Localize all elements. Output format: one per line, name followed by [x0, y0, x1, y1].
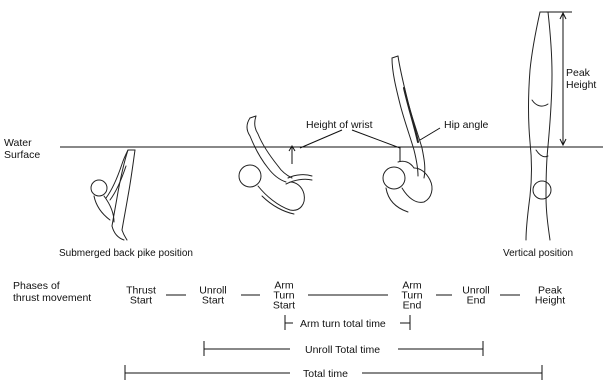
- diver-vertical-figure: [526, 12, 552, 240]
- arm-turn-total-label: Arm turn total time: [300, 318, 386, 330]
- unroll-total-bar: Unroll Total time: [204, 341, 483, 356]
- water-surface-label: Water Surface: [4, 137, 40, 161]
- peak-height-label: Peak Height: [566, 67, 596, 91]
- vertical-position-caption: Vertical position: [503, 248, 573, 259]
- phase-line: Start: [130, 295, 152, 307]
- arm-turn-total-bar: Arm turn total time: [285, 315, 410, 330]
- hip-angle-label: Hip angle: [444, 119, 489, 131]
- diver-arm-turn-figure: [383, 56, 432, 212]
- diver-submerged-pike-figure: [91, 150, 135, 240]
- hip-angle-leader: [420, 128, 440, 140]
- phase-line: Start: [202, 295, 224, 307]
- total-time-bar: Total time: [125, 365, 542, 380]
- wrist-leader-line: [300, 130, 342, 148]
- phases-label: Phases of thrust movement: [13, 280, 91, 304]
- total-time-label: Total time: [303, 368, 348, 380]
- phase-line: End: [403, 300, 422, 312]
- wrist-leader-line-2: [352, 130, 400, 148]
- phase-line: End: [467, 295, 486, 307]
- height-of-wrist-label: Height of wrist: [306, 119, 373, 131]
- phase-line: Height: [535, 295, 565, 307]
- unroll-total-label: Unroll Total time: [305, 344, 380, 356]
- submerged-position-caption: Submerged back pike position: [59, 248, 193, 259]
- phase-line: Start: [273, 300, 295, 312]
- diver-unroll-figure: [239, 116, 312, 214]
